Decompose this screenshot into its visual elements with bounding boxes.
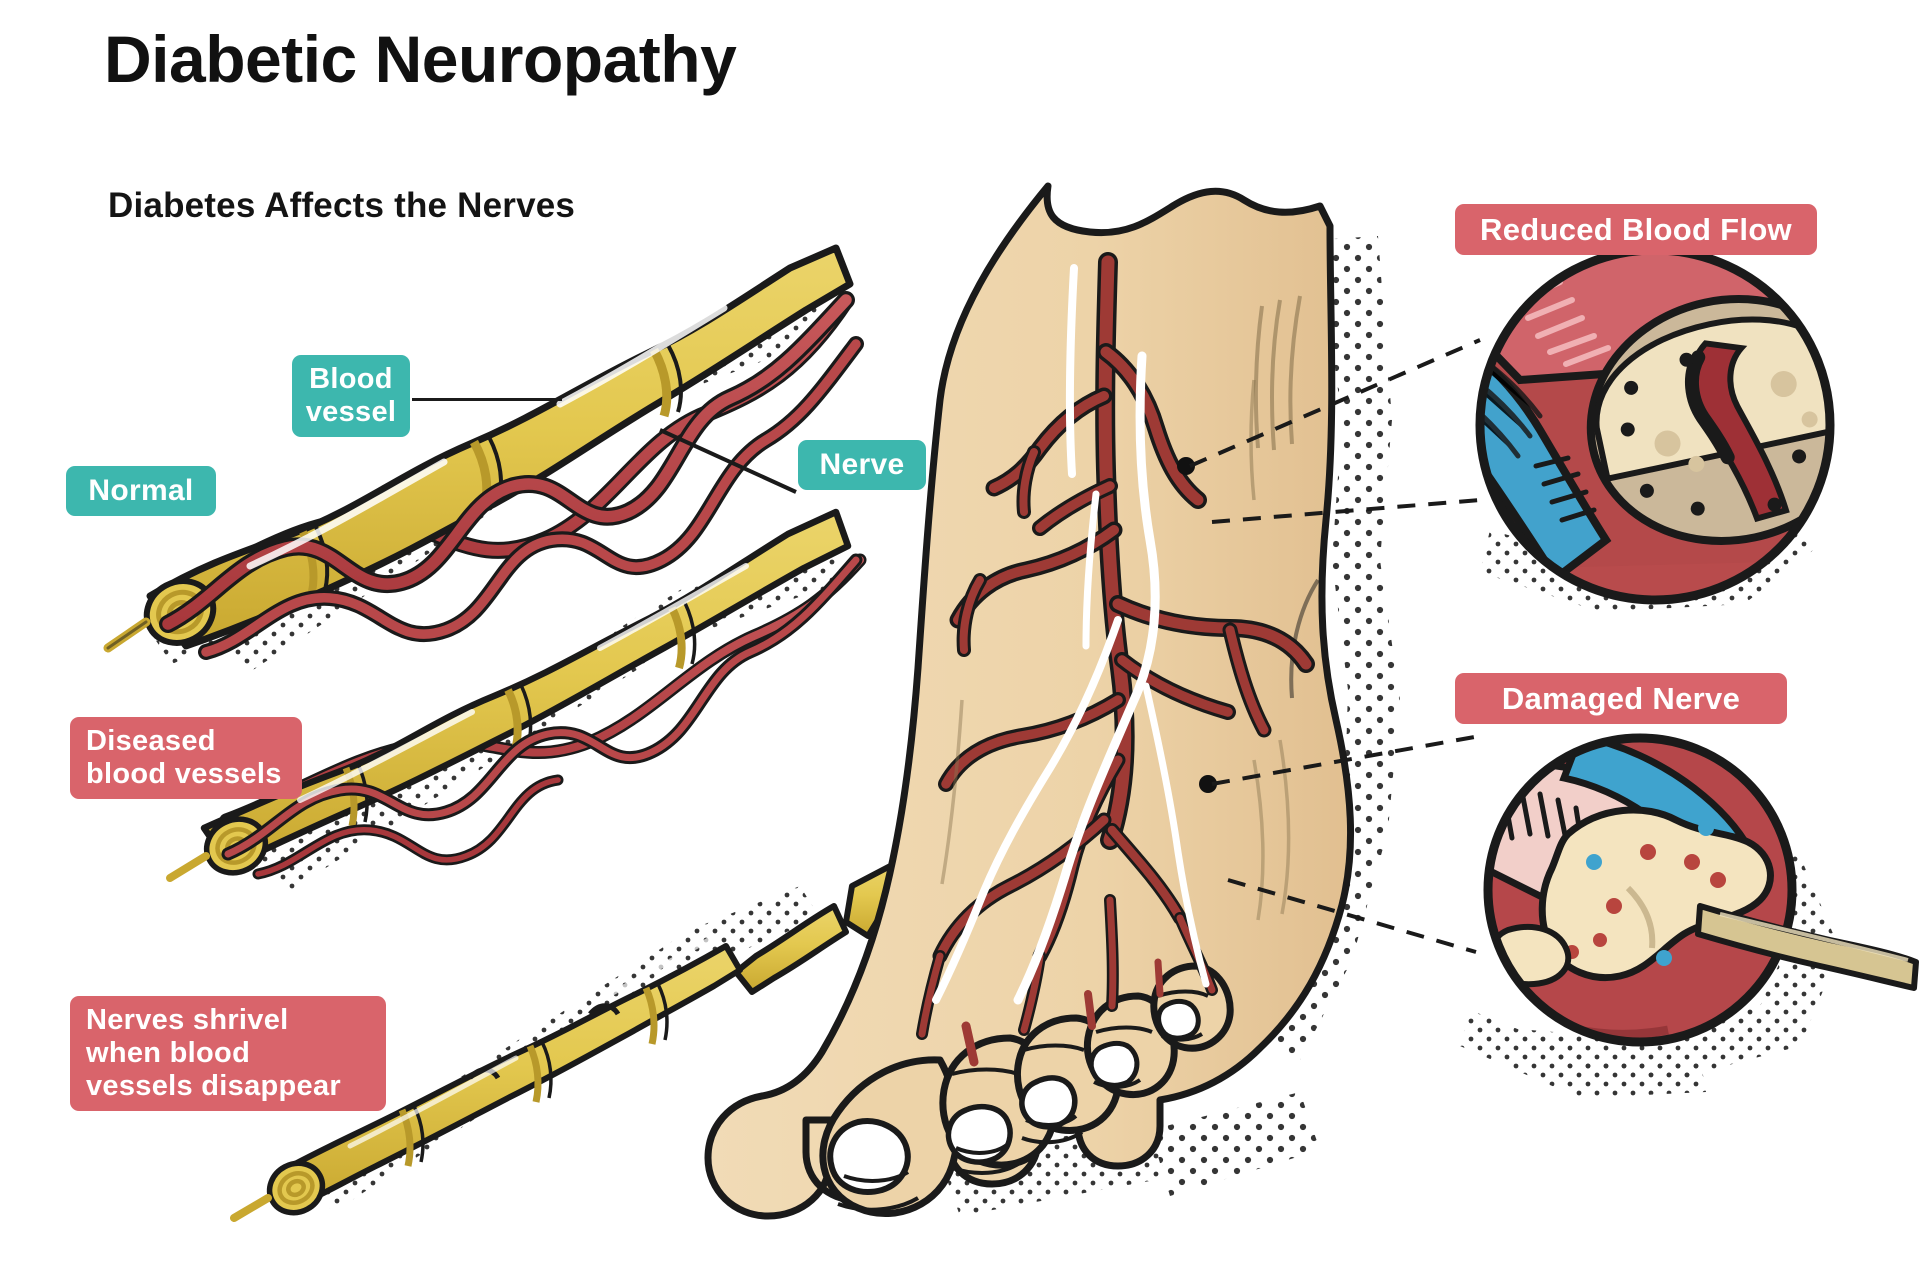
reduced-blood-flow-inset	[1475, 245, 1835, 612]
connector-blood-vessel-leader	[412, 398, 562, 401]
label-diseased-blood-vessels: Diseased blood vessels	[70, 717, 302, 800]
connector-reduced-flow-upper	[1189, 338, 1481, 468]
label-reduced-blood-flow: Reduced Blood Flow	[1455, 204, 1817, 256]
normal-nerve-illustration	[103, 244, 864, 672]
label-nerve: Nerve	[798, 440, 926, 491]
nerve-cut-end	[230, 1160, 326, 1222]
connector-damaged-nerve-lower	[1227, 878, 1477, 954]
callout-marker-artery	[1177, 457, 1195, 475]
label-normal: Normal	[66, 466, 216, 517]
connector-reduced-flow-lower	[1211, 498, 1481, 524]
damaged-nerve-inset	[1460, 733, 1919, 1098]
label-damaged-nerve: Damaged Nerve	[1455, 673, 1787, 725]
connector-damaged-nerve-upper	[1211, 734, 1481, 786]
diseased-nerve-illustration	[166, 508, 867, 892]
shriveled-nerve-illustration	[230, 859, 911, 1222]
page-title: Diabetic Neuropathy	[104, 22, 737, 96]
connector-nerve-leader	[659, 428, 797, 494]
label-nerves-shrivel: Nerves shrivel when blood vessels disapp…	[70, 996, 386, 1112]
page-subtitle: Diabetes Affects the Nerves	[108, 186, 576, 225]
callout-marker-nerve	[1199, 775, 1217, 793]
foot-illustration	[704, 182, 1400, 1220]
label-blood-vessel: Blood vessel	[292, 355, 410, 438]
